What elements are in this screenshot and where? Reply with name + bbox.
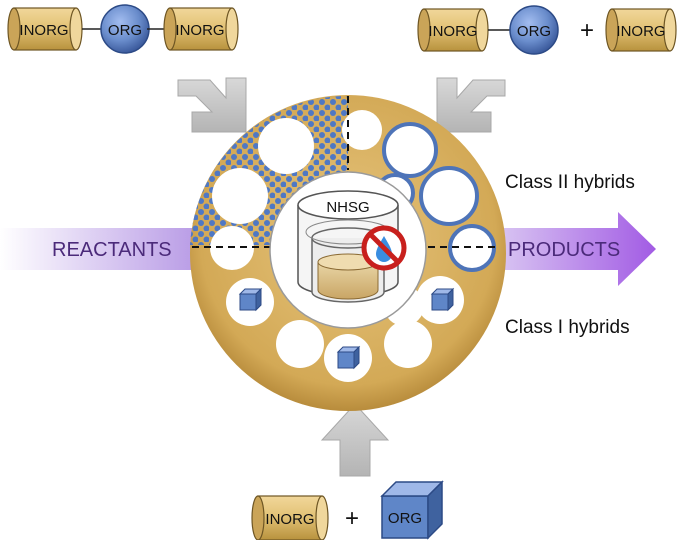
class1-label: Class I hybrids [505, 317, 630, 338]
cube-icon [336, 345, 361, 370]
org-label: ORG [517, 23, 551, 40]
inorg-label: INORG [175, 22, 224, 39]
cube-icon [430, 287, 455, 312]
products-arrow [500, 212, 656, 286]
no-water-icon [361, 225, 407, 271]
arrow-top-left [177, 77, 247, 133]
org-label: ORG [388, 510, 422, 527]
class2-label: Class II hybrids [505, 172, 635, 193]
reactants-label: REACTANTS [52, 239, 172, 261]
reactants-arrow [0, 228, 196, 270]
pores-top-left [212, 110, 382, 224]
cube-icon [238, 287, 263, 312]
inorg-cylinder [163, 7, 239, 51]
quadrant-dividers [192, 96, 500, 248]
inorg-cylinder [417, 8, 489, 52]
inorg-label: INORG [616, 23, 665, 40]
inorg-cylinder [7, 7, 83, 51]
inorg-cylinder [605, 8, 677, 52]
inorg-label: INORG [265, 511, 314, 528]
org-label: ORG [108, 22, 142, 39]
vessel-label: NHSG [326, 199, 369, 216]
plus-sign: + [580, 17, 594, 44]
inorg-label: INORG [19, 22, 68, 39]
arrow-bottom [320, 403, 390, 477]
org-sphere [509, 5, 559, 55]
inorg-cylinder [251, 495, 329, 540]
plus-sign: + [345, 505, 359, 532]
arrow-top-right [436, 77, 506, 133]
org-cube-icon [380, 480, 444, 540]
inorg-label: INORG [428, 23, 477, 40]
products-label: PRODUCTS [508, 239, 620, 261]
